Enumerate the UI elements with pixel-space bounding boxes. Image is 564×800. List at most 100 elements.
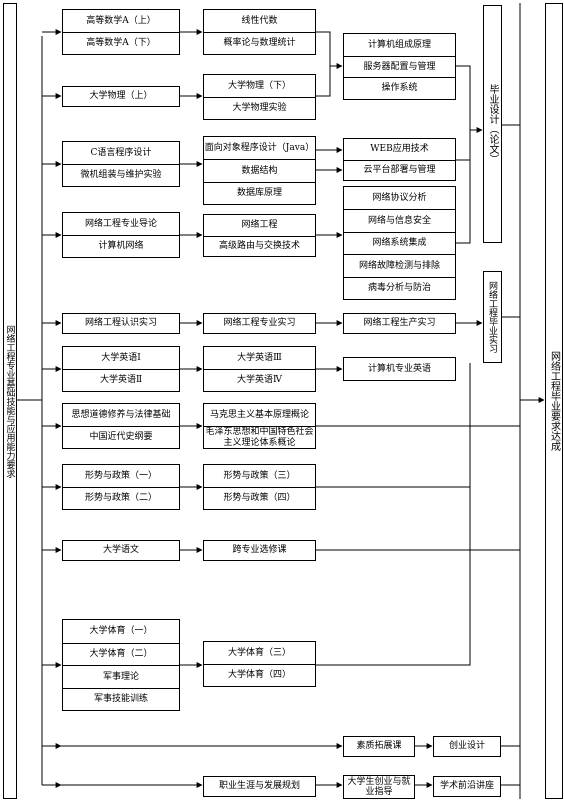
- physics-2-block: 大学物理（下） 大学物理实验: [203, 74, 316, 120]
- career-planning-block: 职业生涯与发展规划: [203, 776, 316, 797]
- connector-line: [316, 363, 471, 488]
- professional-internship-block: 网络工程专业实习: [203, 313, 316, 334]
- course-cell: 大学英语Ⅰ: [101, 352, 141, 363]
- course-cell: 大学物理（上）: [89, 91, 153, 102]
- english-1-block: 大学英语Ⅰ 大学英语Ⅱ: [62, 346, 180, 392]
- connector-line: [316, 487, 471, 666]
- course-cell: 大学体育（一）: [89, 626, 153, 637]
- course-cell: 网络工程认识实习: [84, 318, 157, 329]
- connector-line: [456, 130, 471, 244]
- chinese-block: 大学语文: [62, 540, 180, 561]
- web-cloud-block: WEB应用技术云平台部署与管理: [343, 138, 456, 181]
- awareness-internship-block: 网络工程认识实习: [62, 313, 180, 334]
- course-cell: 学术前沿讲座: [439, 781, 494, 792]
- left-requirements-box: 网络工程专业基础技能与应用能力要求: [3, 3, 17, 799]
- course-cell: 创业设计: [448, 741, 485, 752]
- course-cell: 大学语文: [102, 545, 139, 556]
- course-cell: 操作系统: [344, 77, 455, 99]
- course-cell: 网络与信息安全: [344, 209, 455, 231]
- course-cell: 数据结构: [204, 159, 315, 181]
- course-cell: 计算机网络: [63, 235, 179, 257]
- situation-policy-2-block: 形势与政策（三） 形势与政策（四）: [203, 464, 316, 510]
- course-cell: 思想道德修养与法律基础: [71, 409, 171, 420]
- grad-internship-label: 网络工程毕业实习: [487, 281, 497, 353]
- course-cell: 形势与政策（三）: [223, 470, 296, 481]
- course-cell: 大学体育（四）: [204, 664, 315, 686]
- course-cell: 形势与政策（二）: [63, 487, 179, 509]
- course-cell: 中国近代史纲要: [63, 426, 179, 448]
- network-advanced-block: 网络协议分析网络与信息安全网络系统集成网络故障检测与排除病毒分析与防治: [343, 186, 456, 300]
- network-intro-block: 网络工程专业导论计算机网络: [62, 212, 180, 258]
- course-cell: 素质拓展课: [356, 741, 402, 752]
- course-cell: 大学英语Ⅳ: [204, 369, 315, 391]
- course-cell: 病毒分析与防治: [344, 276, 455, 299]
- course-cell: 概率论与数理统计: [204, 32, 315, 54]
- course-cell: 网络系统集成: [344, 231, 455, 254]
- employment-guidance-block: 大学生创业与就业指导: [343, 775, 415, 799]
- linear-algebra-probability-block: 线性代数概率论与数理统计: [203, 9, 316, 55]
- course-cell: 高级路由与交换技术: [204, 235, 315, 257]
- java-datastructure-block: 面向对象程序设计（Java） 数据结构数据库原理: [203, 136, 316, 205]
- course-cell: 大学英语Ⅲ: [237, 352, 282, 363]
- course-cell: 职业生涯与发展规划: [218, 781, 300, 792]
- connector-line: [316, 66, 331, 97]
- c-language-block: C语言程序设计微机组装与维护实验: [62, 141, 180, 187]
- course-cell: 大学体育（二）: [63, 642, 179, 666]
- course-cell: 大学物理（下）: [227, 80, 291, 91]
- course-cell: 数据库原理: [204, 181, 315, 204]
- course-cell: 计算机组成原理: [367, 39, 431, 50]
- connector-line: [316, 31, 343, 69]
- course-cell: 云平台部署与管理: [344, 159, 455, 181]
- network-engineering-block: 网络工程高级路由与交换技术: [203, 214, 316, 257]
- left-requirements-label: 网络工程专业基础技能与应用能力要求: [4, 324, 15, 478]
- course-cell: 军事技能训练: [63, 687, 179, 711]
- course-cell: 微机组装与维护实验: [63, 164, 179, 186]
- thesis-label: 毕业设计（论文）: [487, 84, 498, 164]
- course-cell: 大学生创业与就业指导: [347, 776, 411, 797]
- pe-military-block: 大学体育（一） 大学体育（二）军事理论军事技能训练: [62, 619, 180, 711]
- course-cell: 网络协议分析: [372, 193, 427, 204]
- course-cell: 面向对象程序设计（Java）: [204, 142, 315, 153]
- situation-policy-1-block: 形势与政策（一） 形势与政策（二）: [62, 464, 180, 510]
- connector-line: [456, 65, 483, 133]
- professional-english-block: 计算机专业英语: [343, 357, 456, 381]
- course-cell: 网络工程生产实习: [363, 318, 436, 329]
- course-cell: 网络故障检测与排除: [344, 254, 455, 276]
- pe-2-block: 大学体育（三） 大学体育（四）: [203, 641, 316, 687]
- cross-major-elective-block: 跨专业选修课: [203, 540, 316, 561]
- course-cell: 计算机专业英语: [367, 363, 431, 374]
- course-cell: 网络工程专业导论: [84, 218, 157, 229]
- computer-organization-block: 计算机组成原理服务器配置与管理操作系统: [343, 33, 456, 100]
- course-cell: 线性代数: [241, 15, 278, 26]
- course-cell: 服务器配置与管理: [344, 55, 455, 78]
- course-cell: 网络工程: [241, 220, 278, 231]
- production-internship-block: 网络工程生产实习: [343, 313, 456, 334]
- physics-1-block: 大学物理（上）: [62, 86, 180, 107]
- course-cell: 马克思主义基本原理概论: [209, 409, 309, 420]
- entrepreneurship-design-block: 创业设计: [433, 736, 501, 757]
- right-outcome-box: 网络工程毕业要求达成: [545, 3, 563, 799]
- academic-lecture-block: 学术前沿讲座: [433, 776, 501, 797]
- course-cell: 大学体育（三）: [227, 647, 291, 658]
- course-cell: 毛泽东思想和中国特色社会主义理论体系概论: [204, 426, 315, 448]
- course-cell: 大学英语Ⅱ: [63, 369, 179, 391]
- course-cell: 跨专业选修课: [232, 545, 287, 556]
- marxism-block: 马克思主义基本原理概论毛泽东思想和中国特色社会主义理论体系概论: [203, 403, 316, 449]
- course-cell: 高等数学A（上）: [86, 15, 156, 26]
- course-cell: 军事理论: [63, 665, 179, 688]
- english-2-block: 大学英语Ⅲ 大学英语Ⅳ: [203, 346, 316, 392]
- course-cell: WEB应用技术: [370, 144, 429, 155]
- right-outcome-label: 网络工程毕业要求达成: [548, 351, 560, 451]
- ideology-block: 思想道德修养与法律基础中国近代史纲要: [62, 403, 180, 449]
- thesis-box: 毕业设计（论文）: [483, 5, 502, 243]
- course-cell: C语言程序设计: [90, 147, 152, 158]
- advanced-math-block: 高等数学A（上） 高等数学A（下）: [62, 9, 180, 55]
- course-cell: 形势与政策（四）: [204, 487, 315, 509]
- grad-internship-box: 网络工程毕业实习: [483, 271, 502, 363]
- course-cell: 高等数学A（下）: [63, 32, 179, 54]
- course-cell: 大学物理实验: [204, 97, 315, 119]
- course-cell: 形势与政策（一）: [84, 470, 157, 481]
- course-cell: 网络工程专业实习: [223, 318, 296, 329]
